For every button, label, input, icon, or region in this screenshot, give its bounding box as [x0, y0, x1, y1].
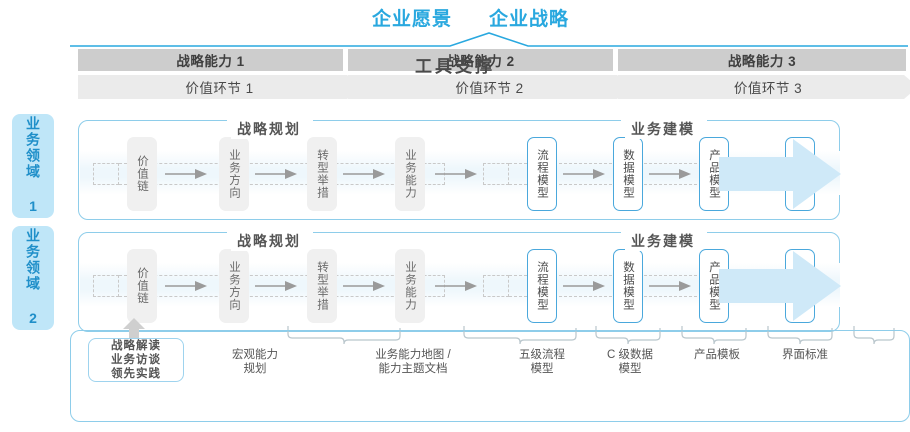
- tool-label-product-template: 产品模板: [694, 349, 740, 361]
- node-business-capability[interactable]: 业务能力: [395, 249, 425, 323]
- section-title-planning: 战略规划: [231, 231, 307, 251]
- value-chain-chevron-3[interactable]: 价值环节 3: [618, 75, 910, 99]
- domain-row-1-frame: 价值链 业务方向 转型举措 业务能力 流程模型 数据模型 产品模型 体验模型 战…: [78, 119, 841, 220]
- capability-bar-row: 战略能力 1 战略能力 2 战略能力 3: [78, 49, 906, 71]
- node-data-model[interactable]: 数据模型: [613, 249, 643, 323]
- tool-label-ui-standard: 界面标准: [782, 349, 828, 361]
- arrow-icon: [165, 169, 207, 179]
- section-title-modeling: 业务建模: [625, 119, 701, 139]
- arrow-icon: [563, 281, 605, 291]
- node-value-chain[interactable]: 价值链: [127, 137, 157, 211]
- node-transformation[interactable]: 转型举措: [307, 249, 337, 323]
- domain-row-1: 价值链 业务方向 转型举措 业务能力 流程模型 数据模型 产品模型 体验模型 战…: [70, 112, 910, 222]
- tool-support-title: 工具支撑: [415, 57, 495, 76]
- domain-label-2[interactable]: 业务领域 2: [12, 226, 54, 330]
- flow-arrow-icon: [719, 251, 841, 321]
- node-value-chain[interactable]: 价值链: [127, 249, 157, 323]
- arrow-icon: [343, 169, 385, 179]
- tool-label-macro-capability: 宏观能力 规划: [232, 349, 278, 375]
- domain-row-2-frame: 价值链 业务方向 转型举措 业务能力 流程模型 数据模型 产品模型 体验模型 战…: [78, 231, 841, 332]
- section-title-planning: 战略规划: [231, 119, 307, 139]
- track-placeholder-start: [93, 275, 119, 297]
- arrow-icon: [255, 281, 297, 291]
- capability-bar-1[interactable]: 战略能力 1: [78, 49, 343, 71]
- arrow-icon: [255, 169, 297, 179]
- arrow-icon: [649, 169, 691, 179]
- node-process-model[interactable]: 流程模型: [527, 249, 557, 323]
- tool-braces: [287, 326, 895, 345]
- node-business-direction[interactable]: 业务方向: [219, 137, 249, 211]
- capability-bar-3[interactable]: 战略能力 3: [618, 49, 906, 71]
- track-placeholder-mid2: [483, 163, 509, 185]
- vision-peak-connector: [70, 32, 908, 47]
- value-chain-chevron-1[interactable]: 价值环节 1: [78, 75, 361, 99]
- capability-bar-2[interactable]: 战略能力 2: [348, 49, 613, 71]
- arrow-icon: [649, 281, 691, 291]
- tool-box-strategy-interpretation[interactable]: 战略解读 业务访谈 领先实践: [88, 338, 184, 382]
- track-segment-b: [509, 275, 777, 297]
- track-placeholder-start: [93, 163, 119, 185]
- tool-label-capability-map: 业务能力地图 / 能力主题文档: [375, 349, 451, 375]
- value-chain-row: 价值环节 1 价值环节 2 价值环节 3: [78, 75, 910, 99]
- node-product-model[interactable]: 产品模型: [699, 249, 729, 323]
- domain-label-1[interactable]: 业务领域 1: [12, 114, 54, 218]
- arrow-icon: [343, 281, 385, 291]
- arrow-icon: [435, 169, 477, 179]
- tool-label-c-level-data: C 级数据 模型: [607, 349, 653, 375]
- value-chain-chevron-2[interactable]: 价值环节 2: [348, 75, 631, 99]
- node-business-capability[interactable]: 业务能力: [395, 137, 425, 211]
- track-segment-b: [509, 163, 777, 185]
- tool-label-five-level-process: 五级流程 模型: [519, 349, 565, 375]
- section-title-modeling: 业务建模: [625, 231, 701, 251]
- tool-support-frame: [70, 330, 910, 422]
- node-transformation[interactable]: 转型举措: [307, 137, 337, 211]
- node-process-model[interactable]: 流程模型: [527, 137, 557, 211]
- flow-arrow-icon: [719, 139, 841, 209]
- arrow-icon: [165, 281, 207, 291]
- node-data-model[interactable]: 数据模型: [613, 137, 643, 211]
- enterprise-strategy-title: 企业战略: [489, 9, 570, 30]
- node-business-direction[interactable]: 业务方向: [219, 249, 249, 323]
- domain-row-2: 价值链 业务方向 转型举措 业务能力 流程模型 数据模型 产品模型 体验模型 战…: [70, 224, 910, 334]
- up-arrow-icon: [123, 318, 145, 342]
- track-segment-a: [119, 163, 419, 185]
- track-placeholder-mid2: [483, 275, 509, 297]
- arrow-icon: [435, 281, 477, 291]
- enterprise-vision-title: 企业愿景: [372, 9, 453, 30]
- arrow-icon: [563, 169, 605, 179]
- track-segment-a: [119, 275, 419, 297]
